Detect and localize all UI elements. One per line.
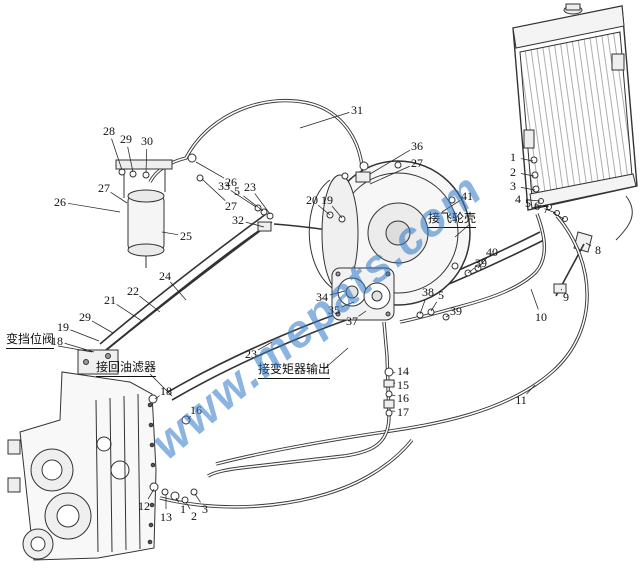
callout-5: 5	[525, 196, 531, 210]
callout-19: 19	[321, 193, 333, 207]
callout-21: 21	[104, 293, 116, 307]
callout-26: 26	[54, 195, 66, 209]
callout-23: 23	[244, 180, 256, 194]
callout-2: 2	[510, 165, 516, 179]
callout-18: 18	[160, 384, 172, 398]
callout-40: 40	[486, 245, 498, 259]
callout-3: 3	[202, 502, 208, 516]
callout-34: 34	[316, 290, 328, 304]
callout-15: 15	[397, 378, 409, 392]
charging-pump	[331, 267, 395, 321]
callout-28: 28	[103, 124, 115, 138]
callout-37: 37	[346, 314, 358, 328]
callout-35: 35	[328, 303, 340, 317]
annotation-2: 接回油滤器	[96, 360, 157, 377]
callout-26: 26	[225, 175, 237, 189]
callout-4: 4	[515, 192, 521, 206]
callout-38: 38	[422, 285, 434, 299]
callout-41: 41	[461, 189, 473, 203]
callout-24: 24	[159, 269, 171, 283]
annotation-3: 接变矩器输出	[258, 362, 331, 379]
callout-6: 6	[534, 199, 540, 213]
callout-32: 32	[232, 213, 244, 227]
callout-10: 10	[535, 310, 547, 324]
callout-27: 27	[98, 181, 110, 195]
callout-18: 18	[51, 334, 63, 348]
callout-19: 19	[57, 320, 69, 334]
radiator	[512, 3, 638, 297]
callout-17: 17	[397, 405, 409, 419]
callout-5: 5	[234, 184, 240, 198]
callout-23: 23	[245, 347, 257, 361]
callout-3: 3	[510, 179, 516, 193]
callout-12: 12	[138, 499, 150, 513]
transmission	[7, 349, 198, 561]
callout-20: 20	[306, 193, 318, 207]
callout-27: 27	[225, 199, 237, 213]
callout-8: 8	[595, 243, 601, 257]
callout-13: 13	[160, 510, 172, 524]
callout-16: 16	[397, 391, 409, 405]
callout-27: 27	[411, 156, 423, 170]
callout-29: 29	[120, 132, 132, 146]
callout-39: 39	[475, 256, 487, 270]
annotation-4: 接飞轮壳	[428, 211, 477, 228]
callout-39: 39	[450, 304, 462, 318]
callout-29: 29	[79, 310, 91, 324]
callout-16: 16	[190, 403, 202, 417]
callout-11: 11	[515, 393, 527, 407]
callout-14: 14	[397, 364, 409, 378]
callout-22: 22	[127, 284, 139, 298]
callout-9: 9	[563, 290, 569, 304]
callout-36: 36	[411, 139, 423, 153]
callout-31: 31	[351, 103, 363, 117]
callout-2: 2	[191, 509, 197, 523]
callout-25: 25	[180, 229, 192, 243]
annotation-1: 变挡位阀	[6, 332, 55, 349]
callout-5: 5	[438, 288, 444, 302]
callout-1: 1	[180, 502, 186, 516]
callout-33: 33	[218, 179, 230, 193]
callout-1: 1	[510, 150, 516, 164]
callout-7: 7	[543, 202, 549, 216]
callout-30: 30	[141, 134, 153, 148]
